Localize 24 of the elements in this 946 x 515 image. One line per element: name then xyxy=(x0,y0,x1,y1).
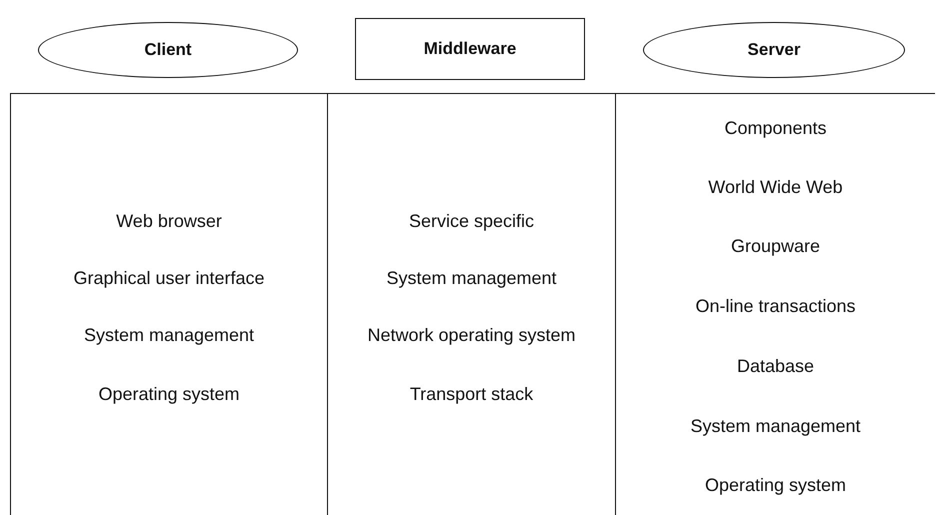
list-item: System management xyxy=(689,415,862,437)
header-box xyxy=(355,18,585,80)
list-item: Network operating system xyxy=(366,324,577,346)
list-item: System management xyxy=(385,267,558,289)
header-ellipse xyxy=(643,22,905,78)
header-label: Middleware xyxy=(424,39,516,59)
list-item: Database xyxy=(736,355,816,377)
header-ellipse xyxy=(38,22,298,78)
list-item: Operating system xyxy=(704,474,848,496)
list-item: Operating system xyxy=(97,383,241,405)
table-column xyxy=(10,93,327,515)
list-item: Web browser xyxy=(115,210,223,232)
list-item: On-line transactions xyxy=(694,295,857,317)
table-column xyxy=(615,93,935,515)
list-item: Transport stack xyxy=(408,383,534,405)
list-item: World Wide Web xyxy=(707,176,844,198)
header-label: Server xyxy=(748,40,800,60)
list-item: Graphical user interface xyxy=(72,267,266,289)
list-item: Components xyxy=(723,117,828,139)
header-label: Client xyxy=(144,40,192,60)
list-item: System management xyxy=(82,324,256,346)
table-column xyxy=(327,93,615,515)
list-item: Groupware xyxy=(730,235,822,257)
list-item: Service specific xyxy=(408,210,536,232)
